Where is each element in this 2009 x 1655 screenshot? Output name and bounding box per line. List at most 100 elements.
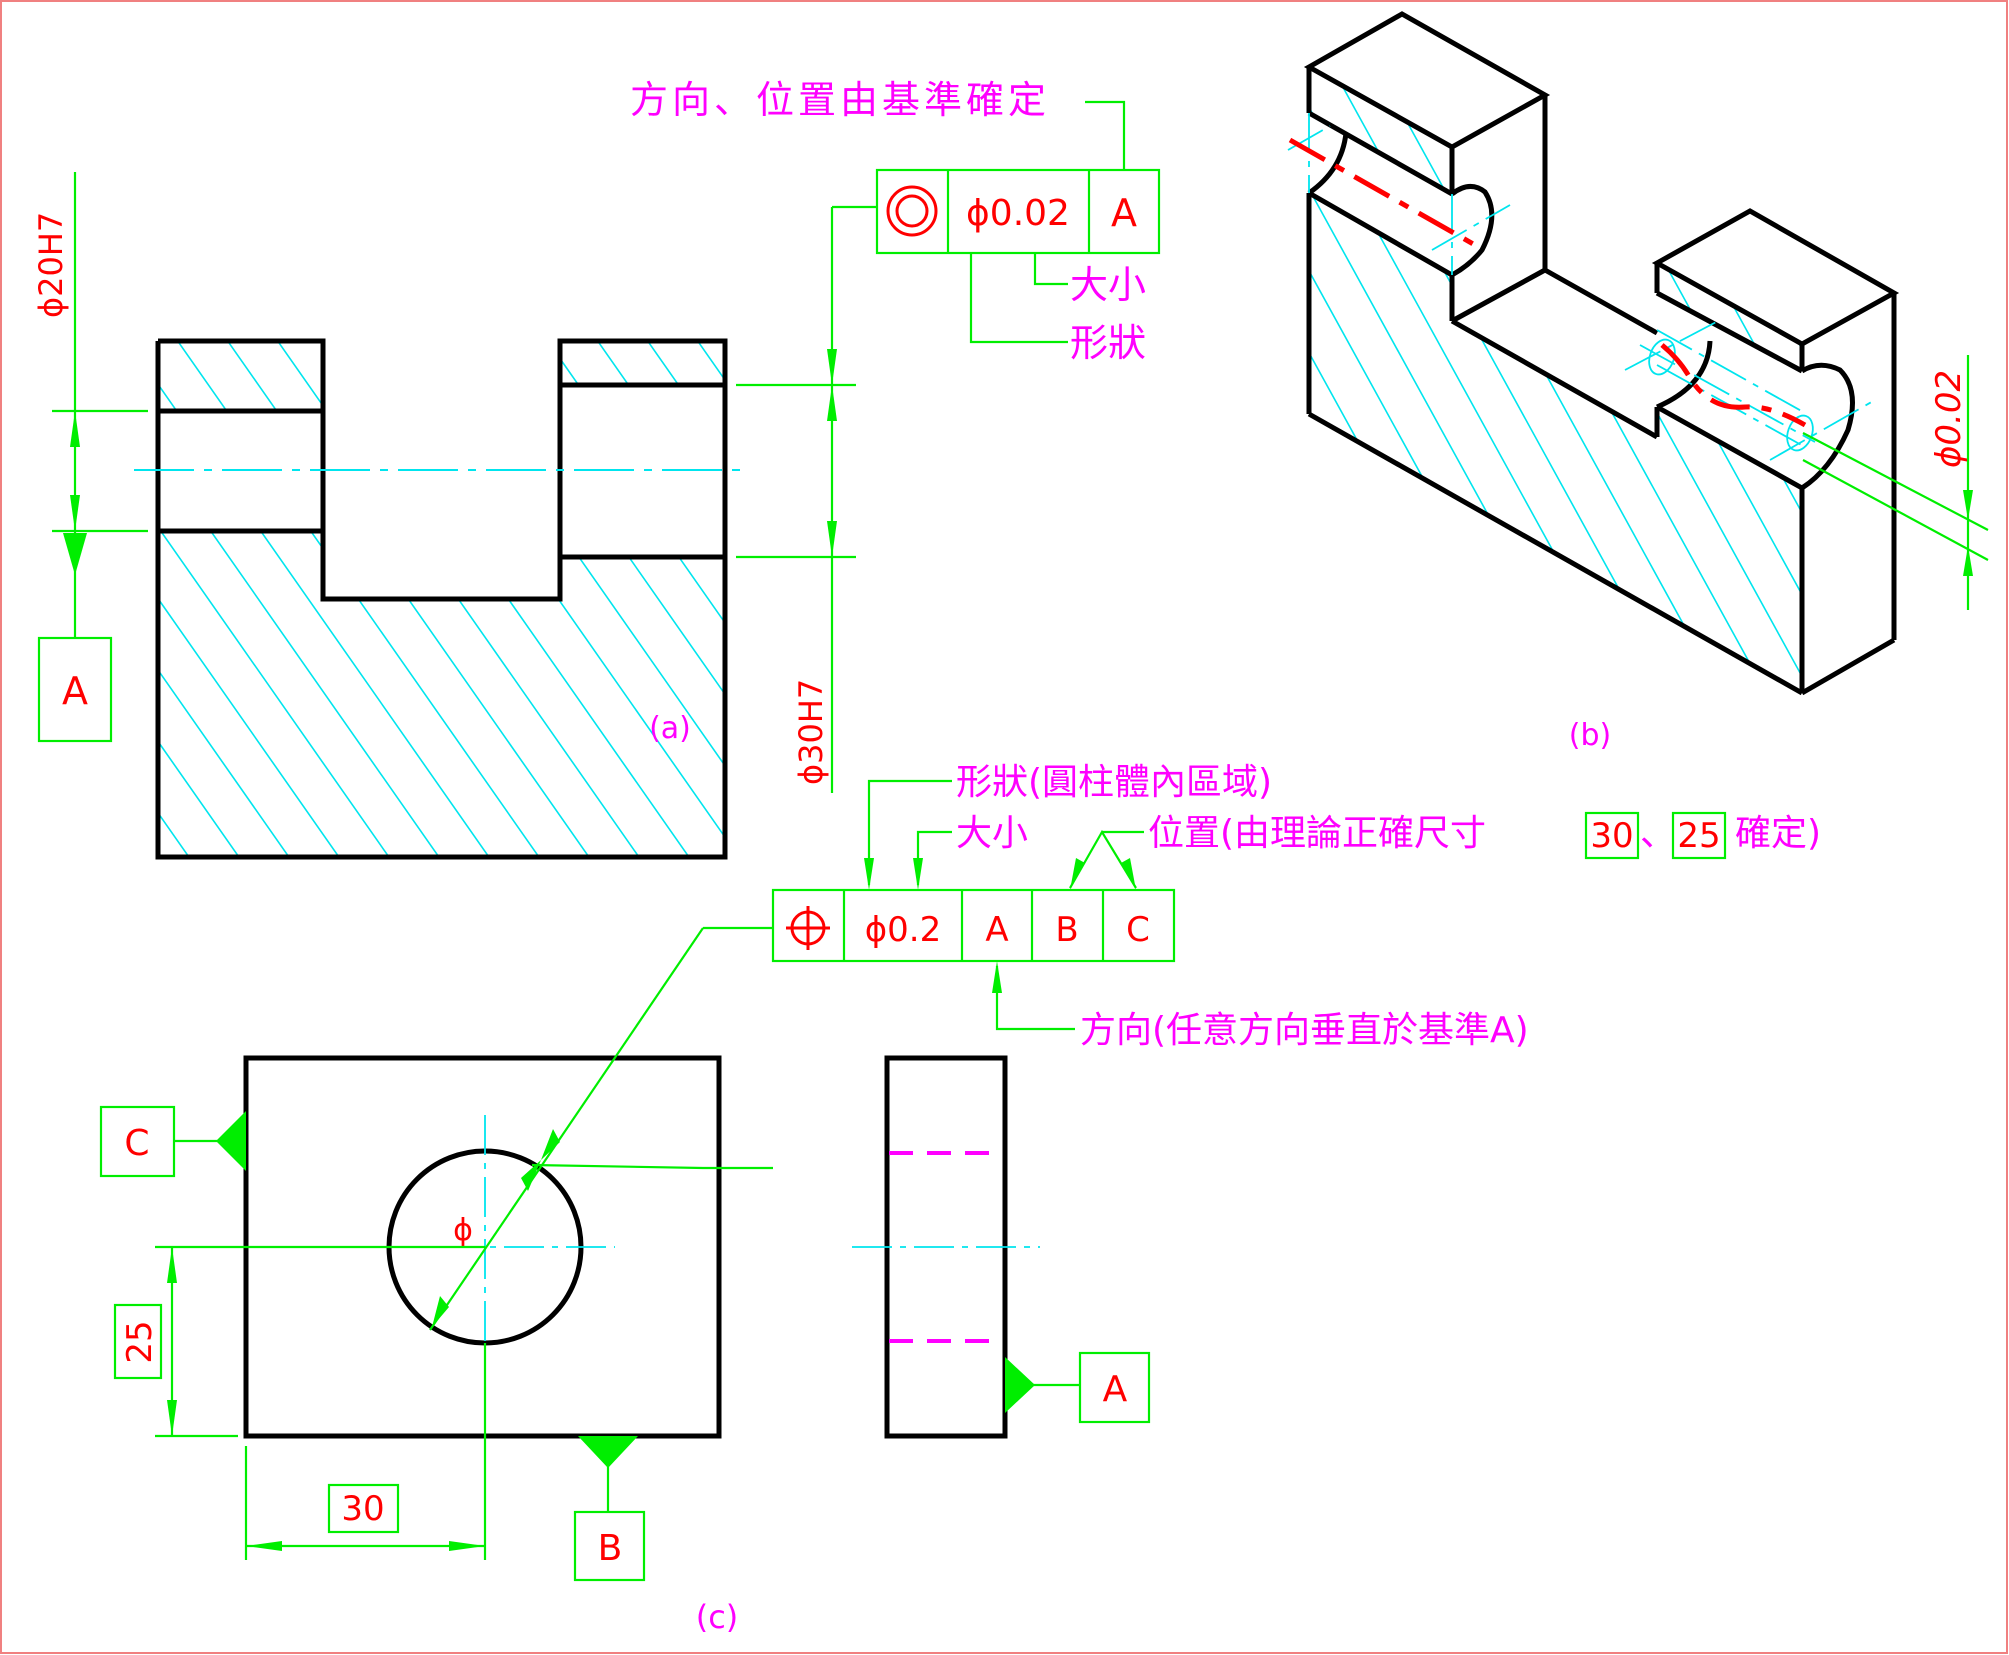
center-mark <box>1769 399 1876 461</box>
leader-line <box>995 966 1075 1031</box>
datum-b-box <box>573 1510 646 1582</box>
hatch-line <box>0 0 251 720</box>
hatch-line <box>1970 0 2009 720</box>
edge <box>1800 637 1896 696</box>
arrowhead <box>432 1296 449 1327</box>
hatch-line <box>0 330 48 870</box>
note-position-box2: 25 <box>1677 816 1720 856</box>
axis-line <box>1656 329 1806 414</box>
hatch-line <box>0 0 386 720</box>
arrowhead <box>70 411 80 447</box>
frame-border <box>875 168 1161 255</box>
hatch-line <box>1790 0 2009 720</box>
arrowhead <box>1121 858 1136 890</box>
hole-edge <box>1307 190 1454 278</box>
note-position-c: 位置(由理論正確尺寸 30 、 25 確定) <box>1148 811 1821 860</box>
dim-phi30h7: ϕ30H7 <box>792 679 830 785</box>
hatch-line <box>215 0 611 720</box>
hatch-line <box>1789 263 1802 371</box>
center-mark <box>1431 204 1511 251</box>
datum-triangle <box>578 1436 638 1468</box>
arrowhead <box>70 495 80 531</box>
frame-border <box>771 888 1176 963</box>
edge <box>1307 411 1804 696</box>
hatch-line <box>0 0 341 720</box>
hatch-line <box>0 0 251 720</box>
feature-control-frame-c: ϕ0.2 A B C <box>771 888 1176 963</box>
hatch-line <box>0 0 341 720</box>
hatch-line <box>158 531 249 857</box>
figure-a: ϕ20H7 A ϕ30H7 ϕ0.02 A 方向、位置由基準確定 大小 <box>0 78 1598 870</box>
hatch-line <box>1520 0 1916 720</box>
leader-line <box>969 253 1068 344</box>
tolerance-zone-value: ϕ0.02 <box>1929 370 1969 468</box>
leader-line <box>916 830 952 885</box>
datum-ref-2: B <box>1055 910 1078 950</box>
hatch-line <box>0 0 296 720</box>
basic-dim-box <box>1584 811 1640 860</box>
hatch-line <box>1519 193 1802 693</box>
figure-label-a: (a) <box>649 711 691 746</box>
axis-line <box>1639 344 1816 443</box>
arrowhead <box>827 521 837 557</box>
hatch-line <box>1220 330 1598 870</box>
hole-axis <box>1288 137 1477 248</box>
note-position-prefix: 位置(由理論正確尺寸 <box>1148 813 1486 854</box>
note-direction-position: 方向、位置由基準確定 <box>630 78 1050 122</box>
hatch-line <box>0 0 386 720</box>
hatch-line <box>260 0 656 720</box>
arrowhead <box>1070 858 1085 890</box>
note-size-c: 大小 <box>956 813 1028 854</box>
hole-arc-heart <box>1800 362 1855 491</box>
hole-arc <box>1656 340 1713 410</box>
arrowhead <box>1963 546 1973 576</box>
edge <box>1450 318 1659 440</box>
arrowhead <box>827 349 837 385</box>
concentricity-icon <box>886 185 938 237</box>
hatch-line <box>519 531 725 857</box>
datum-triangle <box>63 533 87 575</box>
datum-c-box <box>99 1105 176 1178</box>
hatch-line <box>260 0 656 720</box>
hatch-line <box>596 341 630 385</box>
hatch-line <box>158 531 499 857</box>
arrowhead <box>864 858 874 890</box>
hatch-line <box>1657 263 1802 371</box>
arrowhead <box>167 1400 177 1436</box>
leader-line <box>429 927 704 1331</box>
hatch-line <box>1970 0 2009 720</box>
hatch-line <box>1970 0 2009 720</box>
hatch-line <box>620 330 998 870</box>
hatch-line <box>0 330 48 870</box>
edge <box>1543 267 1659 336</box>
datum-b-label: B <box>598 1528 623 1569</box>
hatch-line <box>260 0 656 720</box>
basic-dim-25: 25 <box>120 1320 160 1363</box>
hatch-line <box>1384 193 1782 693</box>
hole-arc <box>1307 132 1349 196</box>
position-icon <box>786 906 830 950</box>
note-shape-c: 形狀(圓柱體內區域) <box>956 762 1272 803</box>
hatch-line <box>1699 263 1802 371</box>
note-position-box1: 30 <box>1590 816 1633 856</box>
hatch-line <box>1565 0 1961 720</box>
left-block-top-face <box>1303 11 1551 150</box>
hole-edge <box>1655 290 1804 374</box>
hatch-line <box>0 0 206 720</box>
hatch-line <box>570 330 948 870</box>
hatch-line <box>0 0 251 720</box>
leader-line <box>1033 253 1068 286</box>
hatch-line <box>1699 193 1802 693</box>
arrowhead <box>521 1160 541 1191</box>
hatch-line <box>215 0 611 720</box>
tolerance-value: ϕ0.02 <box>966 193 1070 234</box>
basic-dim-box-30 <box>327 1483 400 1534</box>
hatch-line <box>158 531 449 857</box>
datum-a-label: A <box>1103 1369 1128 1410</box>
hatch-line <box>35 0 431 720</box>
basic-dim-box <box>1671 811 1727 860</box>
arrowhead <box>1963 490 1973 520</box>
leader-line <box>531 1163 773 1170</box>
